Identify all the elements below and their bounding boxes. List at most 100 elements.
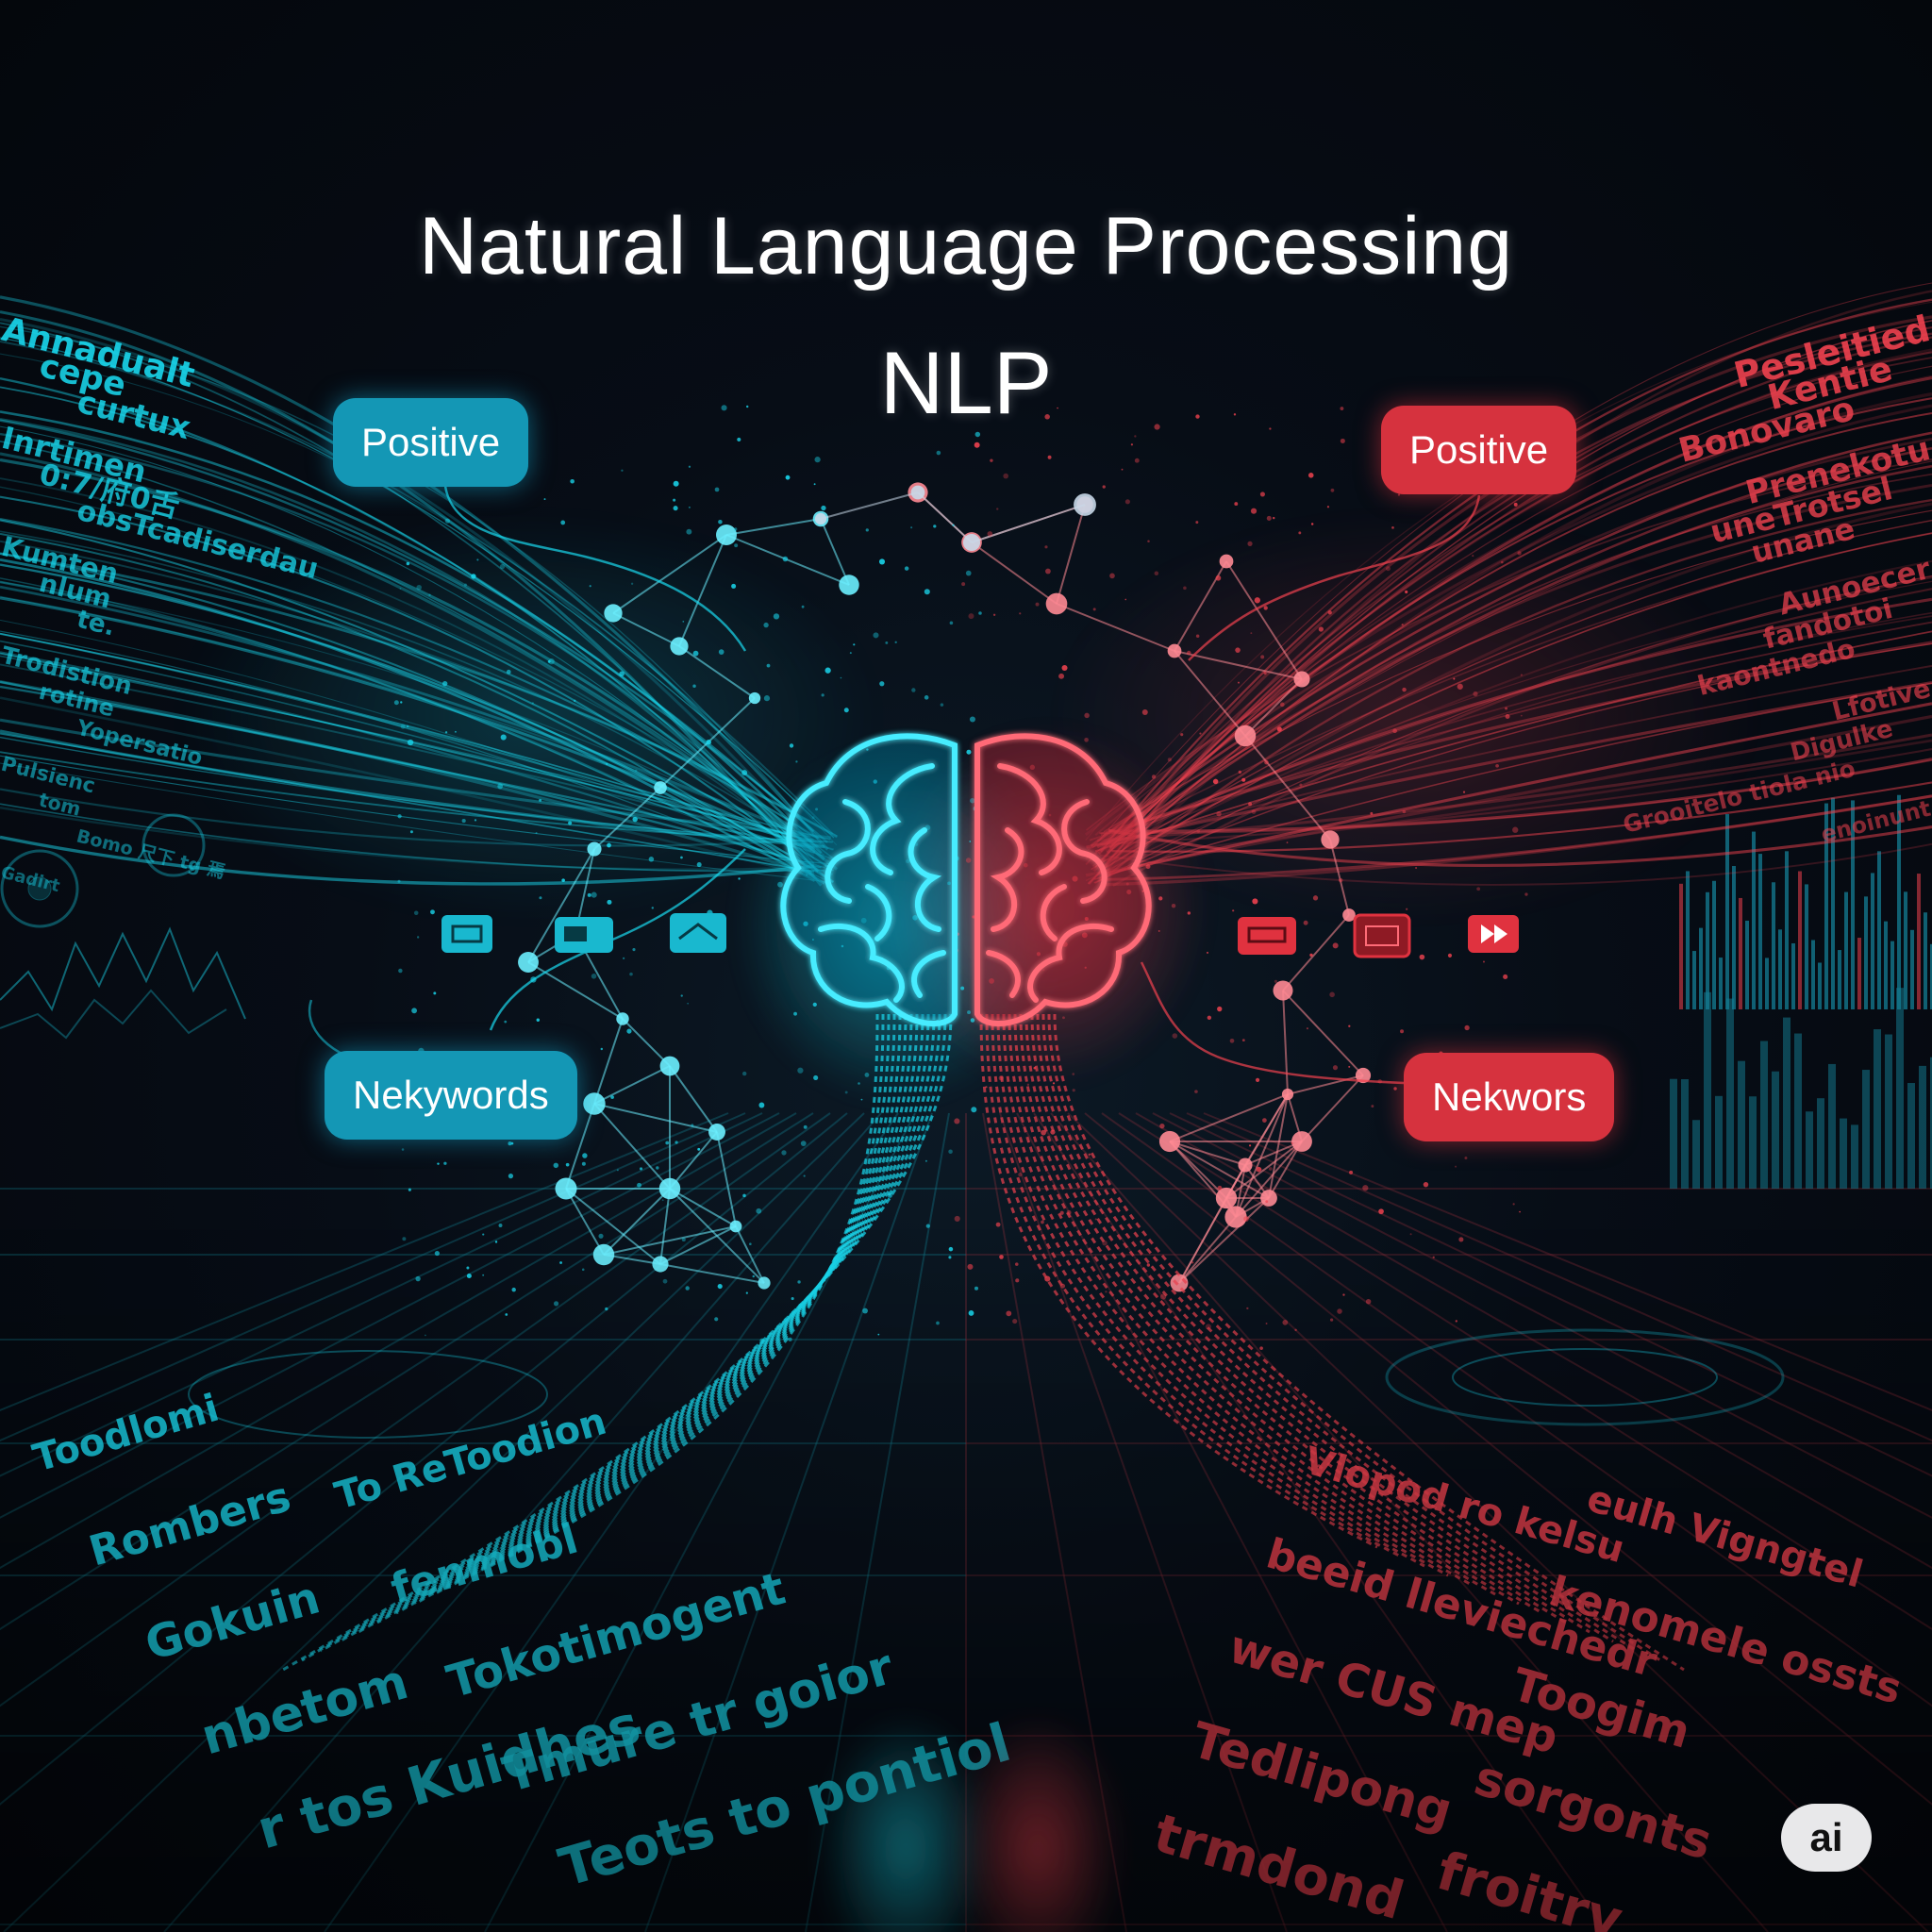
- background-line-chart: [0, 926, 246, 1040]
- background-bar: [1885, 1034, 1892, 1189]
- network-node: [654, 781, 667, 794]
- light-streak: [1095, 748, 1932, 846]
- light-streak: [0, 632, 813, 843]
- particle: [996, 508, 999, 510]
- particle: [824, 667, 831, 674]
- light-streak: [1085, 357, 1932, 866]
- particle: [619, 671, 625, 677]
- network-node: [1215, 1187, 1238, 1209]
- light-streak: [0, 580, 816, 883]
- particle: [1217, 1185, 1223, 1191]
- light-streak: [1106, 664, 1932, 845]
- chip-icon: [1353, 913, 1411, 958]
- particle: [1250, 508, 1257, 514]
- background-bar: [1785, 851, 1789, 1009]
- particle: [969, 841, 972, 842]
- background-bar: [1752, 831, 1756, 1009]
- background-bar: [1904, 891, 1907, 1009]
- particle: [1385, 566, 1391, 572]
- particle: [407, 739, 414, 746]
- particle: [1158, 929, 1160, 932]
- particle: [756, 1208, 762, 1214]
- particle: [1238, 681, 1240, 684]
- light-streak: [0, 732, 815, 873]
- particle: [589, 585, 591, 588]
- particle: [745, 405, 749, 408]
- particle: [1058, 673, 1065, 679]
- particle: [406, 724, 409, 728]
- light-streak: [1085, 714, 1932, 877]
- particle: [952, 524, 955, 526]
- particle: [686, 528, 692, 535]
- light-streak: [1102, 438, 1932, 838]
- page-title: Natural Language Processing: [418, 201, 1514, 291]
- particle: [1241, 777, 1246, 782]
- particle: [1340, 407, 1344, 410]
- particle: [547, 659, 551, 663]
- brain-icon: [780, 733, 1152, 1026]
- particle: [441, 680, 448, 687]
- network-edge: [669, 1065, 718, 1133]
- network-edge: [971, 541, 1058, 605]
- network-edge: [669, 1188, 737, 1227]
- particle: [399, 587, 402, 590]
- network-node: [1074, 493, 1096, 516]
- particle: [1513, 502, 1518, 507]
- particle: [954, 1118, 960, 1124]
- particle: [1402, 687, 1407, 692]
- particle: [691, 1124, 694, 1127]
- light-streak: [1112, 559, 1932, 859]
- particle: [1462, 791, 1466, 793]
- background-bar: [1699, 927, 1703, 1009]
- particle: [1303, 920, 1308, 925]
- particle: [582, 1153, 588, 1158]
- ui-chip-row: [441, 913, 1519, 958]
- particle: [885, 641, 889, 644]
- network-node: [716, 525, 737, 545]
- particle: [1151, 774, 1157, 779]
- particle: [1094, 1218, 1097, 1221]
- particle: [1457, 683, 1463, 690]
- particle: [971, 1107, 977, 1113]
- particle: [924, 1159, 927, 1162]
- particle: [936, 450, 941, 456]
- network-node: [518, 952, 539, 973]
- particle: [1159, 1123, 1165, 1129]
- background-bar: [1857, 938, 1861, 1009]
- background-bar: [1758, 854, 1762, 1009]
- particle: [1248, 1144, 1252, 1147]
- particle: [665, 1141, 670, 1145]
- particle: [1250, 632, 1253, 635]
- particle: [1254, 597, 1260, 604]
- particle: [1072, 1073, 1075, 1075]
- particle: [539, 896, 542, 900]
- particle: [813, 1074, 819, 1081]
- light-streak: [0, 440, 834, 859]
- particle: [965, 570, 972, 576]
- light-streak: [1094, 320, 1932, 868]
- particle: [430, 909, 435, 915]
- light-streak: [0, 577, 815, 881]
- background-bar: [1765, 958, 1769, 1009]
- particle: [1402, 809, 1407, 814]
- particle: [1084, 712, 1090, 719]
- network-edge: [565, 1103, 595, 1190]
- particle: [1310, 523, 1314, 525]
- network-edge: [716, 1131, 737, 1227]
- particle: [1400, 1029, 1405, 1034]
- particle: [428, 593, 431, 596]
- particle: [1035, 602, 1040, 607]
- network-node: [1260, 1190, 1277, 1207]
- light-streak: [1099, 759, 1932, 835]
- light-streak: [0, 652, 812, 841]
- particle: [1378, 1208, 1384, 1215]
- background-bar: [1831, 797, 1835, 1009]
- particle: [1512, 1203, 1515, 1206]
- particle: [632, 816, 638, 823]
- light-streak: [0, 619, 831, 871]
- particle: [1265, 1200, 1269, 1204]
- particle: [849, 652, 852, 655]
- network-edge: [1282, 914, 1350, 991]
- particle: [821, 505, 826, 511]
- network-edge: [593, 1103, 718, 1133]
